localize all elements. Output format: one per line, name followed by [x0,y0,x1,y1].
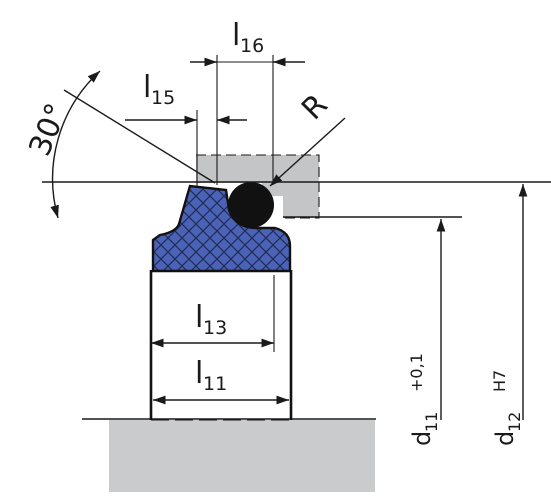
label-l11: l 11 [195,356,227,395]
radius-leader [269,117,346,187]
svg-text:11: 11 [203,373,227,395]
svg-text:d: d [491,431,519,446]
angle-arc-30 [50,70,101,219]
svg-text:H7: H7 [490,370,509,392]
svg-text:l: l [232,18,240,53]
label-angle: 30° [23,99,75,161]
label-d12: d 12 H7 [490,370,524,446]
svg-text:l: l [195,300,203,335]
svg-text:12: 12 [505,412,524,432]
base-housing [109,420,375,492]
label-d11: d 11 +0,1 [407,353,441,446]
svg-text:l: l [195,356,203,391]
label-l16: l 16 [232,18,264,57]
svg-text:11: 11 [422,412,441,432]
groove-outline-dashed [196,154,320,219]
svg-text:16: 16 [240,35,264,57]
label-l13: l 13 [195,300,227,339]
label-l15: l 15 [143,70,175,109]
groove-block [196,155,319,218]
o-ring [228,182,274,228]
svg-text:l: l [143,70,151,105]
svg-text:15: 15 [151,87,175,109]
svg-text:13: 13 [203,317,227,339]
chamfer-line [63,89,216,184]
label-radius: R [295,88,334,127]
svg-text:d: d [408,431,436,446]
svg-text:+0,1: +0,1 [407,353,426,392]
